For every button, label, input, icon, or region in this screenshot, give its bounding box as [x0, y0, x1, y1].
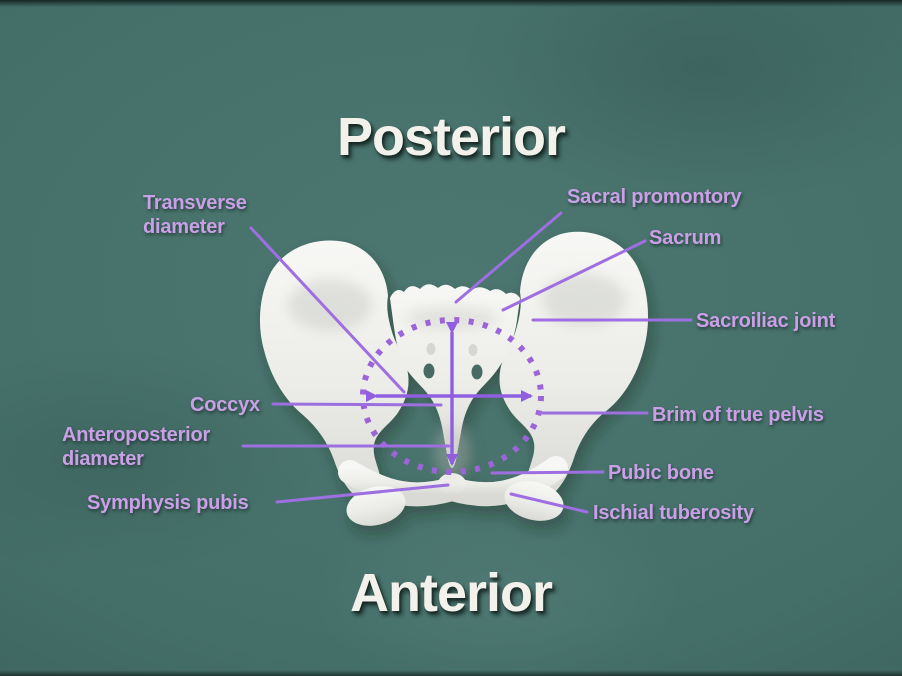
label-anteroposterior-diameter: Anteroposterior diameter — [62, 424, 211, 470]
leader-line-symphysis-pubis — [275, 483, 450, 504]
label-transverse-diameter: Transverse diameter — [143, 192, 247, 238]
leader-line-transverse-diameter — [249, 226, 406, 394]
right-sacral-dimple — [468, 344, 478, 356]
leader-line-sacral-promontory — [454, 211, 563, 304]
right-hip-bone — [499, 231, 649, 500]
pelvic-brim-dotted-circle — [360, 317, 544, 475]
label-ischial-tuberosity: Ischial tuberosity — [593, 502, 754, 524]
label-coccyx: Coccyx — [190, 394, 260, 416]
leader-line-sacrum — [501, 239, 647, 312]
label-symphysis-pubis: Symphysis pubis — [87, 492, 249, 514]
label-sacroiliac-joint: Sacroiliac joint — [696, 310, 836, 332]
leader-line-ischial-tuberosity — [509, 492, 589, 514]
pelvis-illustration — [259, 231, 649, 526]
leader-line-coccyx — [271, 402, 443, 407]
leader-line-pubic-bone — [490, 470, 605, 475]
title-posterior: Posterior — [336, 107, 566, 167]
left-ischial-tuberosity-bone — [346, 486, 406, 526]
label-sacrum: Sacrum — [649, 227, 722, 249]
leader-lines — [241, 211, 693, 514]
label-pubic-bone: Pubic bone — [608, 462, 714, 484]
right-sacral-foramen — [471, 364, 483, 380]
right-ischial-tuberosity-bone — [504, 481, 564, 521]
title-anterior: Anterior — [349, 563, 553, 623]
left-sacral-foramen — [423, 363, 435, 379]
label-brim-of-true-pelvis: Brim of true pelvis — [652, 404, 824, 426]
symphysis-knob — [438, 473, 466, 495]
left-sacral-dimple — [426, 343, 436, 355]
label-sacral-promontory: Sacral promontory — [567, 186, 742, 208]
